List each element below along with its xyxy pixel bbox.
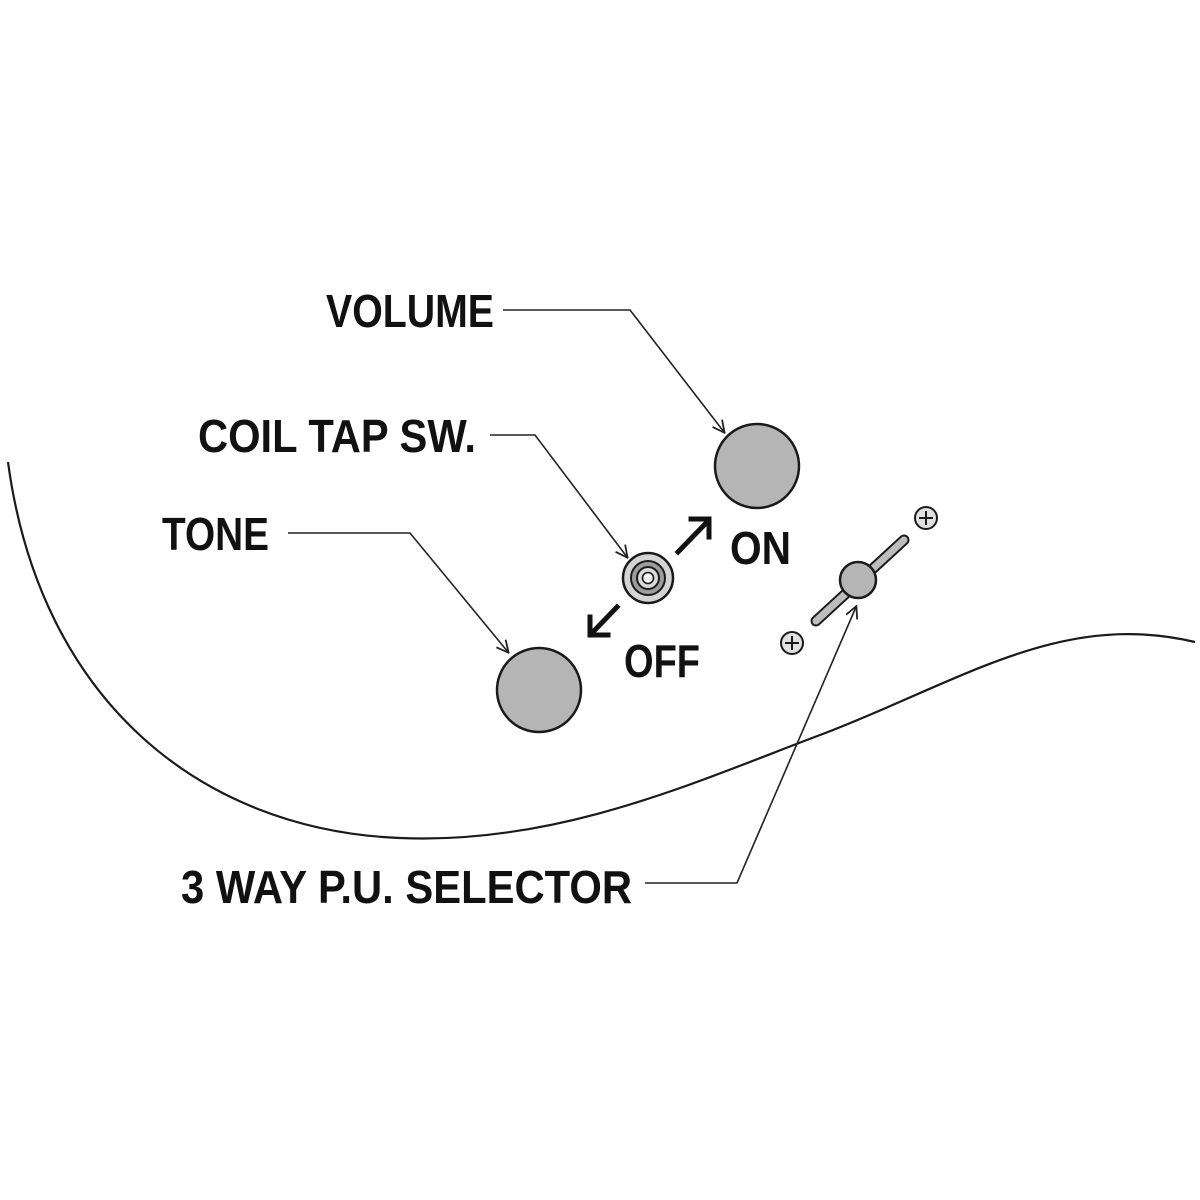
off-label: OFF [624,635,700,687]
guitar-body-outline [6,461,1196,840]
tone-knob[interactable] [495,646,583,734]
tone-label: TONE [162,508,269,560]
pickup-selector-switch[interactable] [810,534,910,627]
on-direction-arrow [674,516,712,556]
screw-icon [780,631,804,655]
volume-leader-line [503,309,724,432]
volume-label: VOLUME [326,285,494,337]
coil-tap-leader-line [490,434,627,557]
selector-leader-line [645,607,856,884]
tone-leader-line [288,532,508,652]
coil-tap-switch[interactable] [621,551,675,605]
coil-tap-label: COIL TAP SW. [198,410,476,462]
volume-knob[interactable] [713,422,801,510]
on-label: ON [730,522,791,574]
screw-icon [914,506,938,530]
selector-label: 3 WAY P.U. SELECTOR [181,861,632,913]
off-direction-arrow [587,603,621,638]
